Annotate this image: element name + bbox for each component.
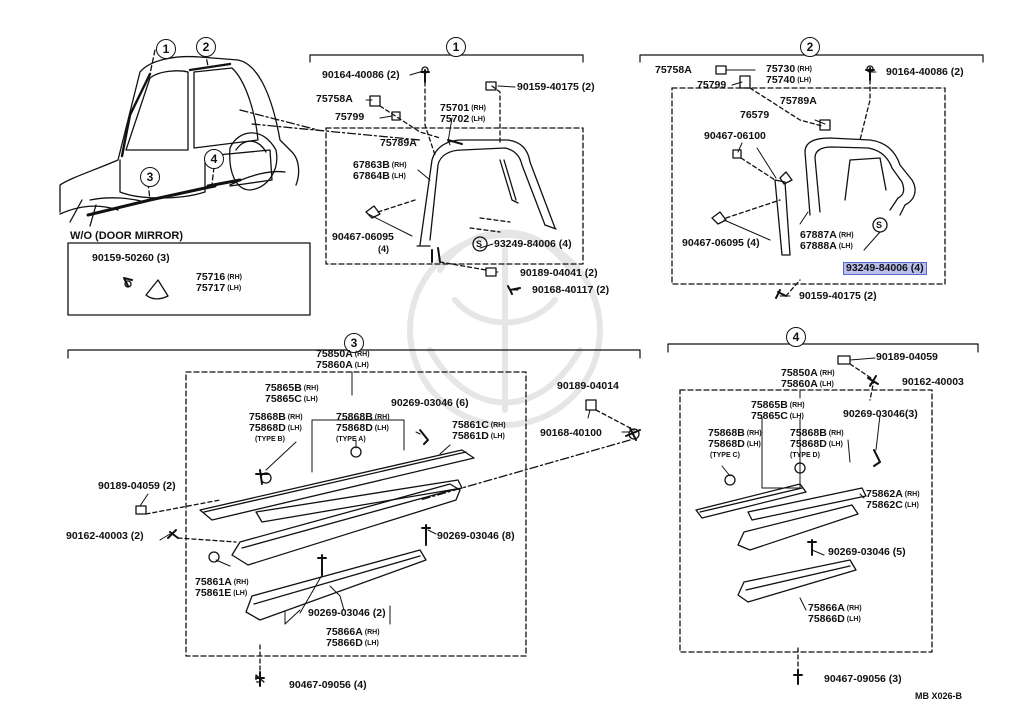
part-label[interactable]: 75865B(RH) [751,399,805,411]
part-label[interactable]: 75758A [655,64,692,76]
part-label[interactable]: 75789A [780,95,817,107]
part-label[interactable]: 90159-40175 (2) [517,81,595,93]
part-label[interactable]: 75865C(LH) [265,393,318,405]
part-label[interactable]: 90467-06095 [332,231,394,243]
part-label[interactable]: 75868D(LH) [336,422,389,434]
part-label[interactable]: 90189-04059 (2) [98,480,176,492]
part-label[interactable]: 90467-06095 (4) [682,237,760,249]
section-3-header: 3 [344,333,364,353]
part-label[interactable]: 75862C(LH) [866,499,919,511]
part-label[interactable]: 75702(LH) [440,113,486,125]
part-label[interactable]: 90168-40100 [540,427,602,439]
part-label[interactable]: 75850A(RH) [781,367,835,379]
part-label[interactable]: 90168-40117 (2) [532,284,610,296]
part-type: (TYPE C) [710,452,740,459]
section2-parts [671,65,946,299]
mirror-inset [67,242,311,316]
part-type: (TYPE D) [790,452,820,459]
s-symbol-2: S [876,220,883,230]
part-label[interactable]: 90189-04014 [557,380,619,392]
car-illustration [59,49,421,227]
part-label[interactable]: 90189-04041 (2) [520,267,598,279]
part-label[interactable]: 75868B(RH) [249,411,303,423]
callout-4-car: 4 [204,149,224,169]
part-label[interactable]: 75861C(RH) [452,419,506,431]
part-label[interactable]: 90269-03046 (8) [437,530,515,542]
callout-3-car: 3 [140,167,160,187]
part-label[interactable]: 93249-84006 (4) [494,238,572,250]
part-label[interactable]: 90189-04059 [876,351,938,363]
part-label[interactable]: 90164-40086 (2) [886,66,964,78]
part-label[interactable]: 67864B(LH) [353,170,406,182]
callout-2-car: 2 [196,37,216,57]
part-label[interactable]: 90159-40175 (2) [799,290,877,302]
part-label[interactable]: 67887A(RH) [800,229,854,241]
part-label[interactable]: 75740(LH) [766,74,812,86]
highlighted-part-label[interactable]: 93249-84006 (4) [843,262,927,275]
s-symbols [472,217,888,252]
callout-1-car: 1 [156,39,176,59]
section3-parts [135,371,641,687]
part-type: (TYPE B) [255,436,285,443]
part-label[interactable]: 75868B(RH) [336,411,390,423]
leader-lines [139,69,881,625]
part-label[interactable]: 90164-40086 (2) [322,69,400,81]
part-label[interactable]: 75868B(RH) [708,427,762,439]
part-label[interactable]: 75789A [380,137,417,149]
part-label[interactable]: 75799 [335,111,365,123]
part-label[interactable]: 90467-06100 [704,130,766,142]
part-label[interactable]: 90159-50260 (3) [92,252,170,264]
part-type: (TYPE A) [336,436,366,443]
part-label[interactable]: 90269-03046 (5) [828,546,906,558]
part-label[interactable]: 75866A(RH) [808,602,862,614]
part-label[interactable]: 75799 [697,79,727,91]
part-label[interactable]: 90269-03046(3) [843,408,918,420]
watermark-seal [407,229,603,428]
part-label[interactable]: 75730(RH) [766,63,812,75]
part-label[interactable]: 75716(RH) [196,271,242,283]
vehicle-note: W/O (DOOR MIRROR) [70,230,184,242]
part-label[interactable]: 90467-09056 (3) [824,673,902,685]
part-label[interactable]: 75861E(LH) [195,587,248,599]
part-label[interactable]: 67863B(RH) [353,159,407,171]
s-symbol-1: S [476,239,483,249]
part-label[interactable]: 75861D(LH) [452,430,505,442]
section4-parts [679,355,933,685]
part-label[interactable]: 90162-40003 (2) [66,530,144,542]
part-label[interactable]: 75717(LH) [196,282,242,294]
part-label[interactable]: 75860A(LH) [316,359,369,371]
part-label[interactable]: 67888A(LH) [800,240,853,252]
part-label[interactable]: 75866D(LH) [808,613,861,625]
part-label[interactable]: 90162-40003 [902,376,964,388]
part-label[interactable]: 75865B(RH) [265,382,319,394]
section-1-header: 1 [446,37,466,57]
part-label[interactable]: 75758A [316,93,353,105]
section-4-header: 4 [786,327,806,347]
part-label[interactable]: 75866A(RH) [326,626,380,638]
part-label[interactable]: 75861A(RH) [195,576,249,588]
part-label[interactable]: 75701(RH) [440,102,486,114]
part-label[interactable]: 75866D(LH) [326,637,379,649]
part-label[interactable]: 90269-03046 (6) [391,397,469,409]
section1-parts [325,66,584,295]
part-label[interactable]: 75862A(RH) [866,488,920,500]
diagram-code: MB X026-B [915,691,963,701]
section-2-header: 2 [800,37,820,57]
part-label[interactable]: 75860A(LH) [781,378,834,390]
part-label[interactable]: 75865C(LH) [751,410,804,422]
part-label[interactable]: 90467-09056 (4) [289,679,367,691]
part-label[interactable]: 75868D(LH) [790,438,843,450]
part-label[interactable]: 75868D(LH) [708,438,761,450]
part-label[interactable]: 75868B(RH) [790,427,844,439]
part-qty: (4) [378,244,389,254]
part-label[interactable]: 75850A(RH) [316,348,370,360]
part-label[interactable]: 75868D(LH) [249,422,302,434]
part-label[interactable]: 90269-03046 (2) [308,607,386,619]
part-label[interactable]: 76579 [740,109,770,121]
section-brackets [67,54,984,359]
